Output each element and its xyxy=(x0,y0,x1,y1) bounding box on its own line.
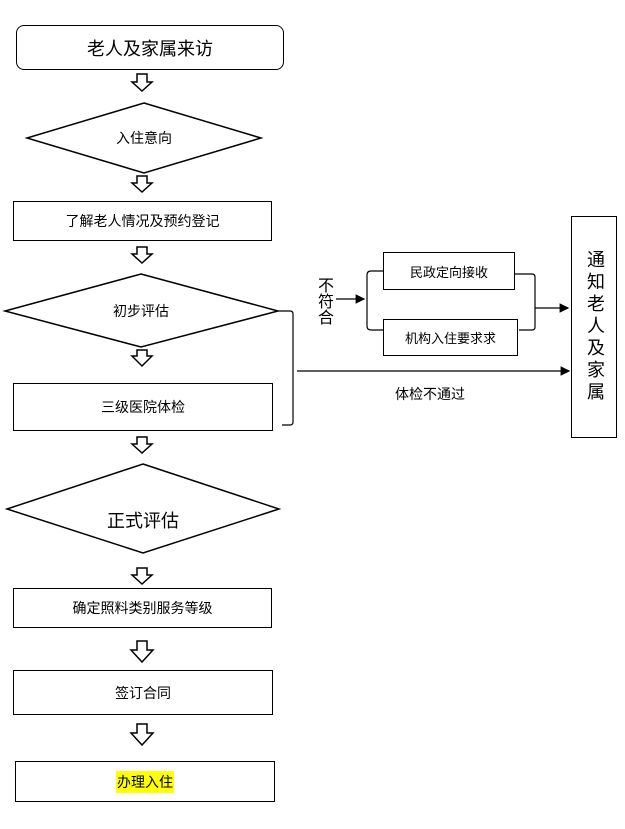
split-bracket-left xyxy=(366,270,383,331)
care-level-label: 确定照料类别服务等级 xyxy=(72,601,213,617)
formal-assessment-label: 正式评估 xyxy=(107,511,179,532)
check-in-label: 办理入住 xyxy=(116,770,174,793)
understand-box: 了解老人情况及预约登记 xyxy=(13,201,272,241)
notify-label: 通知老人及家属 xyxy=(584,250,605,404)
exam-failed-label: 体检不通过 xyxy=(395,387,465,403)
physical-exam-box: 三级医院体检 xyxy=(13,383,273,431)
check-in-box: 办理入住 xyxy=(15,761,275,802)
start-box: 老人及家属来访 xyxy=(16,25,284,70)
split-bracket-right xyxy=(515,273,536,331)
initial-assessment-diamond xyxy=(2,273,281,348)
institution-req-box: 机构入住要求求 xyxy=(383,319,518,356)
down-arrow-4 xyxy=(130,349,154,368)
physical-exam-label: 三级医院体检 xyxy=(101,400,185,416)
down-arrow-6 xyxy=(130,567,154,586)
understand-label: 了解老人情况及预约登记 xyxy=(65,214,220,230)
intent-label: 入住意向 xyxy=(116,131,172,147)
down-arrow-7 xyxy=(129,640,155,664)
notify-box: 通知老人及家属 xyxy=(571,216,617,438)
sign-contract-box: 签订合同 xyxy=(13,670,273,715)
care-level-box: 确定照料类别服务等级 xyxy=(13,588,272,628)
down-arrow-2 xyxy=(130,175,154,194)
institution-req-label: 机构入住要求求 xyxy=(404,332,496,347)
start-label: 老人及家属来访 xyxy=(87,38,213,60)
sign-contract-label: 签订合同 xyxy=(115,685,171,702)
down-arrow-8 xyxy=(129,723,155,747)
reject-bracket xyxy=(278,310,294,426)
civil-affairs-box: 民政定向接收 xyxy=(383,252,515,290)
intent-diamond xyxy=(24,102,264,174)
down-arrow-1 xyxy=(130,73,154,93)
not-meet-label: 不符合 xyxy=(315,277,334,325)
initial-assessment-label: 初步评估 xyxy=(113,304,169,320)
formal-assessment-diamond xyxy=(4,463,282,554)
down-arrow-5 xyxy=(130,436,154,455)
civil-affairs-label: 民政定向接收 xyxy=(409,265,488,281)
down-arrow-3 xyxy=(130,246,154,265)
